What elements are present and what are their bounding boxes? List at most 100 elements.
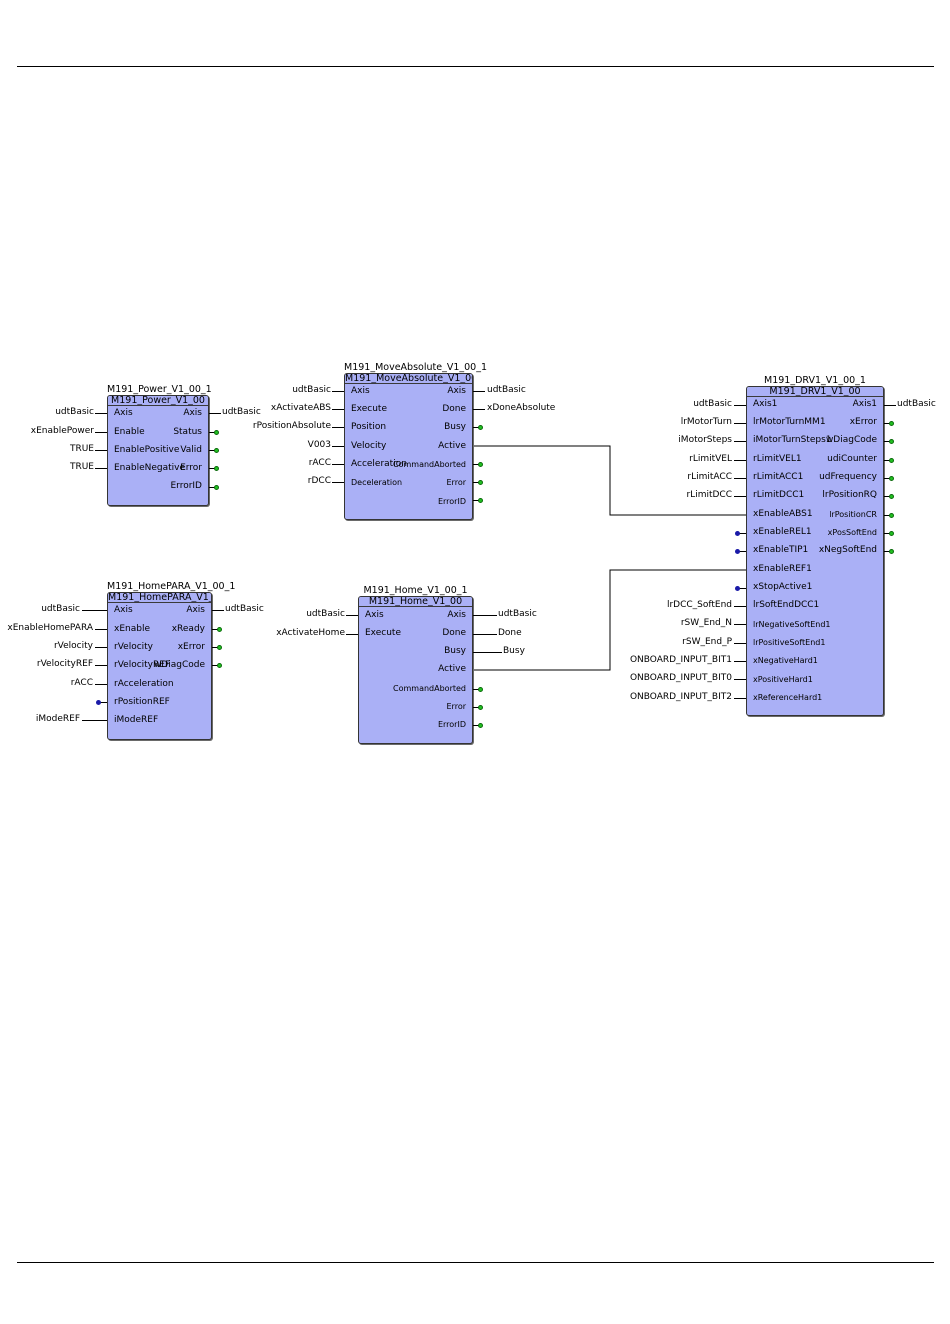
pin-out-active[interactable]: Active [438,441,466,451]
pin-in-rlimitvel1[interactable]: rLimitVEL1 [753,454,802,464]
pin-out-axis1[interactable]: Axis1 [852,399,877,409]
pin-in-lrnegativesoftend1[interactable]: lrNegativeSoftEnd1 [753,620,831,629]
pin-in-enable-negative[interactable]: EnableNegative [114,463,186,473]
pin-out-udicounter[interactable]: udiCounter [827,454,877,464]
pin-in-velocity[interactable]: Velocity [351,441,387,451]
pin-in-rlimitdcc1[interactable]: rLimitDCC1 [753,490,805,500]
fb-moveabsolute[interactable]: M191_MoveAbsolute_V1_00_1 M191_MoveAbsol… [344,362,488,520]
fb-power[interactable]: M191_Power_V1_00_1 M191_Power_V1_00 Axis… [107,384,212,506]
pin-out-wdiagcode[interactable]: wDiagCode [153,660,205,670]
pin-in-axis1[interactable]: Axis1 [753,399,778,409]
pin-out-xnegsoftend[interactable]: xNegSoftEnd [818,545,877,555]
pin-in-xenable[interactable]: xEnable [114,624,150,634]
fb-moveabsolute-type: M191_MoveAbsolute_V1_00 [345,374,472,384]
wire-stub [95,647,107,648]
pin-out-commandaborted[interactable]: CommandAborted [393,684,466,693]
pin-in-xnegativehard1[interactable]: xNegativeHard1 [753,656,818,665]
pin-out-status[interactable]: Status [173,427,202,437]
wire-stub [473,500,480,501]
pin-in-lrmotorturnmm1[interactable]: lrMotorTurnMM1 [753,417,826,427]
pin-in-xstopactive1[interactable]: xStopActive1 [753,582,813,592]
pin-in-axis[interactable]: Axis [351,386,370,396]
pin-out-done[interactable]: Done [442,404,466,414]
pin-in-position[interactable]: Position [351,422,387,432]
wire-stub [95,468,107,469]
fb-home-body[interactable]: M191_Home_V1_00 Axis Execute Axis Done B… [358,596,473,744]
input-dot [735,549,740,554]
pin-out-lrpositioncr[interactable]: lrPositionCR [829,510,877,519]
pin-in-axis[interactable]: Axis [365,610,384,620]
pin-out-lrpositionrq[interactable]: lrPositionRQ [822,490,877,500]
pin-in-lrpositivesoftend1[interactable]: lrPositiveSoftEnd1 [753,638,826,647]
fb-drv[interactable]: M191_DRV1_V1_00_1 M191_DRV1_V1_00 Axis1 … [746,375,884,716]
wire-stub [209,413,221,414]
pin-in-xenabletip1[interactable]: xEnableTIP1 [753,545,809,555]
pin-out-active[interactable]: Active [438,664,466,674]
home-in-execute-label: xActivateHome [276,628,345,638]
input-dot [735,586,740,591]
pin-out-errorid[interactable]: ErrorID [437,497,466,506]
pin-out-commandaborted[interactable]: CommandAborted [393,460,466,469]
pin-in-execute[interactable]: Execute [365,628,401,638]
output-dot [478,462,483,467]
pin-in-rvelocity[interactable]: rVelocity [114,642,154,652]
wire-stub [473,634,497,635]
output-dot [478,705,483,710]
pin-out-xerror[interactable]: xError [849,417,877,427]
pin-out-error[interactable]: Error [180,463,202,473]
pin-out-axis[interactable]: Axis [447,386,466,396]
homepara-in-axis-label: udtBasic [41,604,80,614]
pin-out-busy[interactable]: Busy [444,646,466,656]
pin-in-xpositivehard1[interactable]: xPositiveHard1 [753,675,813,684]
pin-out-xpossoftend[interactable]: xPosSoftEnd [827,528,877,537]
pin-out-done[interactable]: Done [442,628,466,638]
pin-out-axis[interactable]: Axis [447,610,466,620]
pin-out-wdiagcode[interactable]: wDiagCode [825,435,877,445]
fb-moveabsolute-body[interactable]: M191_MoveAbsolute_V1_00 Axis Execute Pos… [344,373,473,520]
pin-in-axis[interactable]: Axis [114,605,133,615]
pin-out-error[interactable]: Error [446,702,467,711]
pin-in-racceleration[interactable]: rAcceleration [114,679,174,689]
wire-stub [473,409,485,410]
pin-out-errorid[interactable]: ErrorID [437,720,466,729]
pin-in-execute[interactable]: Execute [351,404,387,414]
pin-out-axis[interactable]: Axis [183,408,202,418]
wire-stub [473,464,480,465]
wire-stub [95,432,107,433]
pin-in-lrsoftenddcc1[interactable]: lrSoftEndDCC1 [753,600,820,610]
pin-in-enable[interactable]: Enable [114,427,145,437]
pin-in-enable-positive[interactable]: EnablePositive [114,445,180,455]
pin-out-errorid[interactable]: ErrorID [170,481,202,491]
pin-in-imotorturnsteps1[interactable]: iMotorTurnSteps1 [753,435,832,445]
fb-power-body[interactable]: M191_Power_V1_00 Axis Enable EnablePosit… [107,395,209,506]
pin-in-rpositionref[interactable]: rPositionREF [114,697,170,707]
pin-out-xerror[interactable]: xError [177,642,205,652]
pin-in-xenableabs1[interactable]: xEnableABS1 [753,509,813,519]
fb-drv-body[interactable]: M191_DRV1_V1_00 Axis1 lrMotorTurnMM1 iMo… [746,386,884,716]
pin-out-xready[interactable]: xReady [171,624,205,634]
page-top-rule [17,66,934,67]
pin-out-error[interactable]: Error [446,478,467,487]
pin-in-imoderef[interactable]: iModeREF [114,715,159,725]
pin-in-xenablerel1[interactable]: xEnableREL1 [753,527,812,537]
pin-in-rlimitacc1[interactable]: rLimitACC1 [753,472,804,482]
pin-in-acceleration[interactable]: Acceleration [351,459,407,469]
fb-homepara-body[interactable]: M191_HomePARA_V1_00 Axis xEnable rVeloci… [107,592,212,740]
wire-stub [739,533,746,534]
pin-in-deceleration[interactable]: Deceleration [351,478,403,487]
fb-homepara[interactable]: M191_HomePARA_V1_00_1 M191_HomePARA_V1_0… [107,581,235,740]
pin-out-busy[interactable]: Busy [444,422,466,432]
fb-moveabsolute-instance: M191_MoveAbsolute_V1_00_1 [344,362,488,373]
pin-in-xreferencehard1[interactable]: xReferenceHard1 [753,693,823,702]
pin-in-axis[interactable]: Axis [114,408,133,418]
wire-stub [212,647,219,648]
pin-in-rvelocityref[interactable]: rVelocityREF [114,660,171,670]
pin-out-udfrequency[interactable]: udFrequency [819,472,877,482]
pin-out-axis[interactable]: Axis [186,605,205,615]
pin-in-xenableref1[interactable]: xEnableREF1 [753,564,812,574]
homepara-out-axis-label: udtBasic [225,604,264,614]
fb-home[interactable]: M191_Home_V1_00_1 M191_Home_V1_00 Axis E… [358,585,473,744]
output-dot [478,723,483,728]
pin-out-valid[interactable]: Valid [180,445,202,455]
wire-stub [734,698,746,699]
